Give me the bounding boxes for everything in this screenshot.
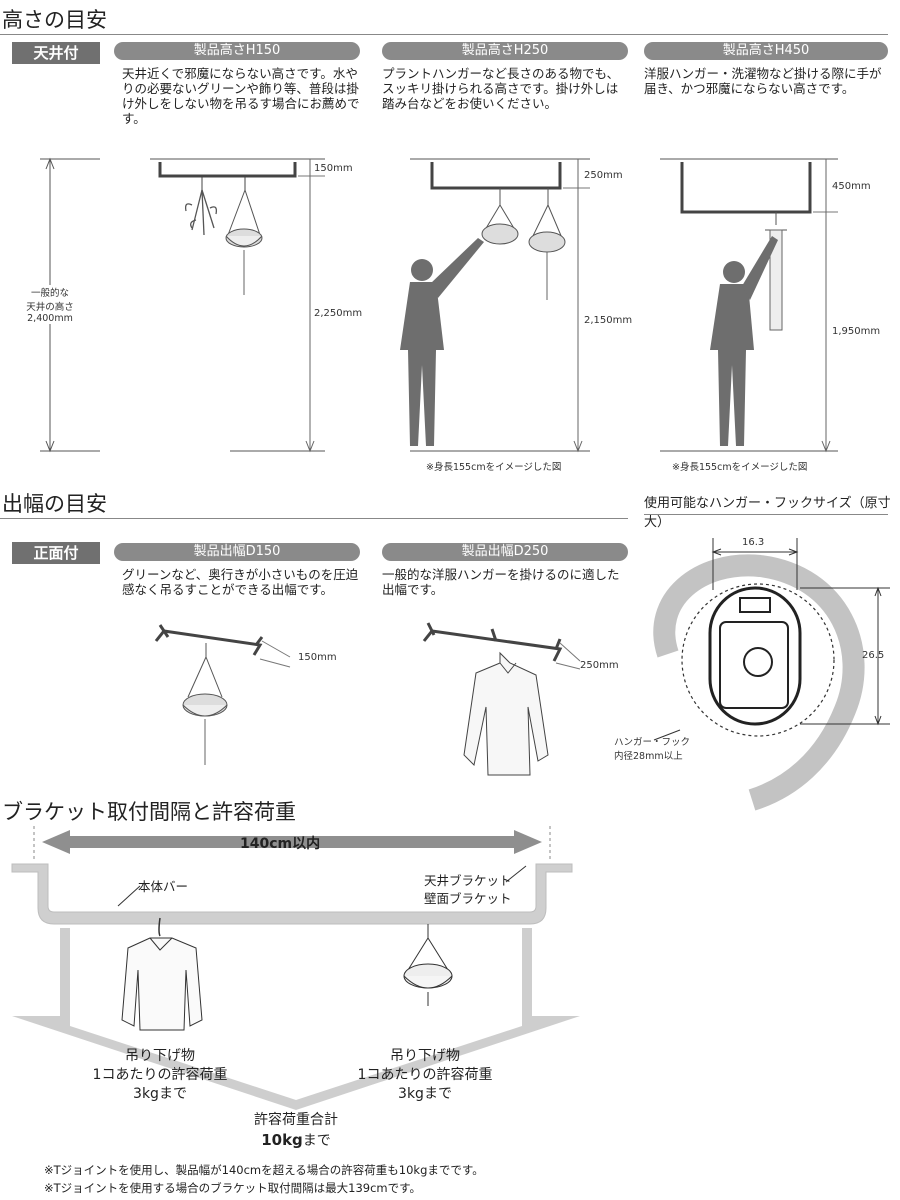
desc-h250: プラントハンガーなど長さのある物でも、スッキリ掛けられる高さです。掛け外しは踏み… xyxy=(382,66,620,111)
ceiling-label-line2: 天井の高さ xyxy=(26,302,74,313)
bracket-label-wall: 壁面ブラケット xyxy=(424,891,512,906)
hook-section-title: 使用可能なハンガー・フックサイズ（原寸大） xyxy=(644,496,891,530)
mount-tag-wall: 正面付 xyxy=(12,542,100,564)
hook-label-line1: ハンガー・フック xyxy=(614,737,691,748)
mount-tag-ceiling: 天井付 xyxy=(12,42,100,64)
section-divider xyxy=(0,34,888,35)
total-load-line1: 許容荷重合計 xyxy=(254,1112,338,1128)
bracket-load-diagram xyxy=(11,826,580,1110)
dim-d150: 150mm xyxy=(298,652,337,663)
bracket-section-title: ブラケット取付間隔と許容荷重 xyxy=(2,800,296,824)
section-divider xyxy=(644,514,888,515)
pill-d150: 製品出幅D150 xyxy=(114,543,360,561)
total-load-suffix: まで xyxy=(302,1133,331,1149)
left-load-label: 吊り下げ物 1コあたりの許容荷重 3kgまで xyxy=(60,1047,260,1104)
desc-h150: 天井近くで邪魔にならない高さです。水やりの必要ないグリーンや飾り等、普段は掛け外… xyxy=(122,66,360,126)
total-load-value: 10kg xyxy=(261,1131,303,1149)
ceiling-label-line3: 2,400mm xyxy=(27,313,73,324)
diagram-d150 xyxy=(154,624,291,765)
hook-height-dim: 26.5 xyxy=(862,650,885,661)
total-load-line2: 10kgまで xyxy=(196,1130,396,1151)
hook-size-diagram xyxy=(653,538,890,811)
left-load-line1: 吊り下げ物 xyxy=(125,1048,195,1064)
left-load-line2: 1コあたりの許容荷重 xyxy=(92,1067,228,1083)
right-load-label: 吊り下げ物 1コあたりの許容荷重 3kgまで xyxy=(325,1047,525,1104)
height-section-title: 高さの目安 xyxy=(2,8,107,32)
ceiling-height-label: 一般的な 天井の高さ 2,400mm xyxy=(20,285,80,324)
section-divider xyxy=(0,518,628,519)
bracket-note-1: ※Tジョイントを使用し、製品幅が140cmを超える場合の許容荷重も10kgまでで… xyxy=(44,1163,484,1177)
total-load-label: 許容荷重合計 10kgまで xyxy=(196,1110,396,1151)
dim-h250-bottom: 2,150mm xyxy=(584,315,633,326)
pill-h150: 製品高さH150 xyxy=(114,42,360,60)
depth-section-title: 出幅の目安 xyxy=(2,492,107,516)
dim-h450-top: 450mm xyxy=(832,181,871,192)
hook-inner-label: ハンガー・フック 内径28mm以上 xyxy=(614,734,690,762)
bar-label: 本体バー xyxy=(138,879,189,894)
bracket-note-2: ※Tジョイントを使用する場合のブラケット取付間隔は最大139cmです。 xyxy=(44,1181,421,1195)
diagram-d250 xyxy=(422,622,581,776)
span-label: 140cm以内 xyxy=(240,836,321,852)
desc-d150: グリーンなど、奥行きが小さいものを圧迫感なく吊るすことができる出幅です。 xyxy=(122,567,359,597)
pill-d250: 製品出幅D250 xyxy=(382,543,628,561)
dim-h150-bottom: 2,250mm xyxy=(314,308,363,319)
diagram-h150 xyxy=(150,158,325,453)
desc-d250: 一般的な洋服ハンガーを掛けるのに適した出幅です。 xyxy=(382,567,620,597)
bracket-label-ceiling: 天井ブラケット xyxy=(424,873,512,888)
right-load-line2: 1コあたりの許容荷重 xyxy=(357,1067,493,1083)
pill-h450: 製品高さH450 xyxy=(644,42,888,60)
diagram-h450 xyxy=(660,158,838,453)
dim-d250: 250mm xyxy=(580,660,619,671)
dim-h150-top: 150mm xyxy=(314,163,353,174)
left-load-line3: 3kgまで xyxy=(133,1086,187,1102)
pill-h250: 製品高さH250 xyxy=(382,42,628,60)
note-h250: ※身長155cmをイメージした図 xyxy=(426,462,562,473)
hook-label-line2: 内径28mm以上 xyxy=(614,751,683,762)
right-load-line1: 吊り下げ物 xyxy=(390,1048,460,1064)
bracket-label: 天井ブラケット 壁面ブラケット xyxy=(424,872,512,908)
hook-width-dim: 16.3 xyxy=(742,537,765,548)
ceiling-label-line1: 一般的な xyxy=(30,288,69,299)
desc-h450: 洋服ハンガー・洗濯物など掛ける際に手が届き、かつ邪魔にならない高さです。 xyxy=(644,66,882,96)
note-h450: ※身長155cmをイメージした図 xyxy=(672,462,808,473)
right-load-line3: 3kgまで xyxy=(398,1086,452,1102)
diagram-h250 xyxy=(400,158,590,453)
dim-h450-bottom: 1,950mm xyxy=(832,326,881,337)
dim-h250-top: 250mm xyxy=(584,170,623,181)
